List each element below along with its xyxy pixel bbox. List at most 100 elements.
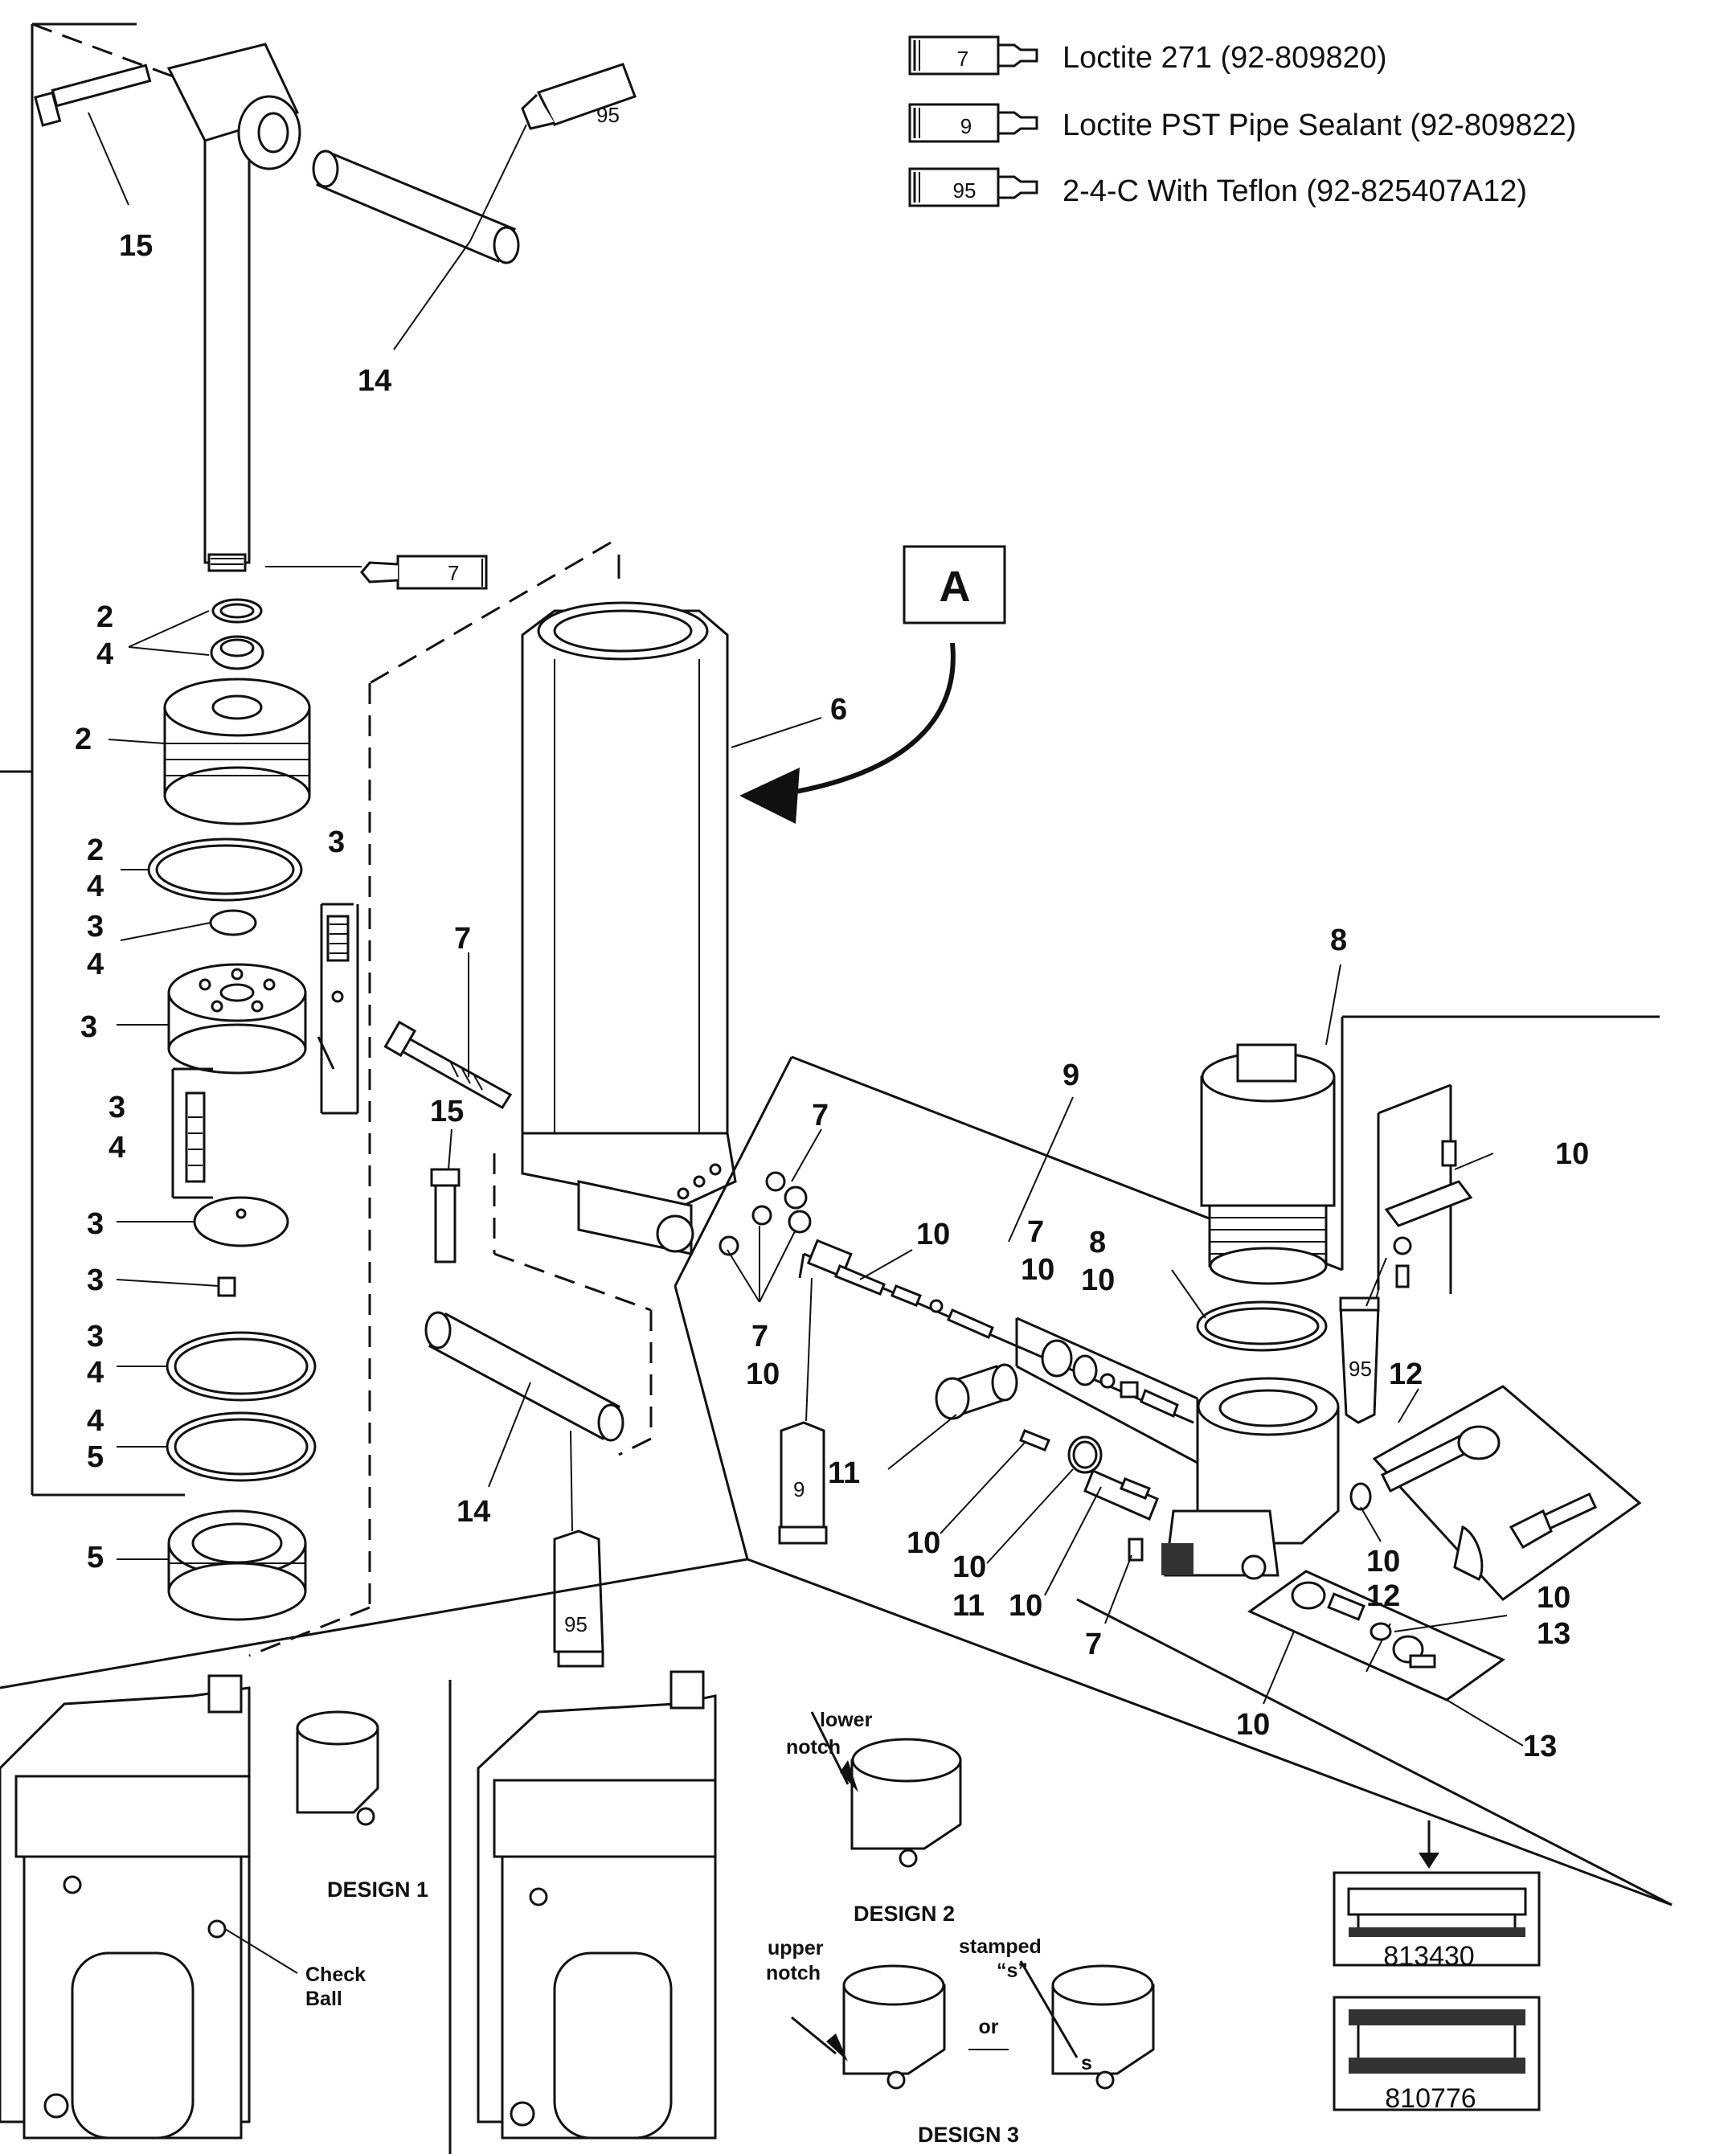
tube-code: 95 bbox=[596, 103, 620, 127]
callout: 3 bbox=[80, 1010, 97, 1044]
reservoir-cap bbox=[1200, 1043, 1336, 1285]
callout: 4 bbox=[96, 637, 113, 671]
loctite-tube-9: 9 bbox=[778, 1277, 828, 1545]
callout: 10 bbox=[746, 1358, 780, 1391]
cylinder-bolt bbox=[383, 1020, 513, 1110]
reservoir-o-ring bbox=[1196, 1300, 1328, 1352]
stamped-s-mark: s bbox=[1081, 2052, 1092, 2074]
bottom-relief-valve-box bbox=[1247, 1570, 1505, 1701]
spring-detail-boxes bbox=[171, 903, 359, 1199]
tube-code: 95 bbox=[564, 1612, 588, 1636]
callout: 3 bbox=[87, 1207, 104, 1241]
tube-code: 95 bbox=[1349, 1357, 1372, 1381]
callout: 10 bbox=[907, 1526, 940, 1560]
grease-tube-95-right: 95 bbox=[1339, 1257, 1387, 1424]
grease-tube-95-top: 95 bbox=[469, 63, 637, 242]
callout: 3 bbox=[87, 910, 104, 944]
grease-tube-95-lower: 95 bbox=[553, 1430, 604, 1668]
callout: 3 bbox=[108, 1091, 125, 1124]
upper-notch-label: upper bbox=[768, 1937, 824, 1959]
view-label: A bbox=[940, 563, 971, 611]
legend-item-3: 95 2-4-C With Teflon (92-825407A12) bbox=[908, 167, 1527, 208]
callout: 4 bbox=[87, 870, 104, 903]
lower-pin bbox=[424, 1311, 624, 1442]
pump-handle bbox=[166, 43, 301, 572]
callout: 10 bbox=[1081, 1263, 1115, 1297]
left-bracket-lines bbox=[0, 23, 185, 1497]
callout: 11 bbox=[952, 1589, 985, 1623]
design-label: DESIGN 2 bbox=[854, 1902, 955, 1926]
check-ball-label: Ball bbox=[305, 1988, 342, 2010]
callout: 2 bbox=[87, 833, 104, 867]
callout: 5 bbox=[87, 1541, 104, 1575]
callout: 11 bbox=[828, 1456, 860, 1490]
callout: 2 bbox=[75, 723, 92, 756]
design-1-panel: DESIGN 1 Check Ball bbox=[0, 1674, 428, 2140]
callout: 7 bbox=[812, 1099, 829, 1132]
callout: 3 bbox=[87, 1320, 104, 1353]
legend-tube-code: 9 bbox=[960, 114, 972, 138]
callout: 14 bbox=[358, 364, 391, 398]
stamped-label: stamped bbox=[959, 1935, 1042, 1958]
lower-notch-label: notch bbox=[786, 1736, 841, 1759]
right-frame-lines bbox=[0, 1015, 1673, 2154]
callout: 10 bbox=[1366, 1545, 1400, 1579]
legend-text: 2-4-C With Teflon (92-825407A12) bbox=[1062, 174, 1527, 208]
design-label: DESIGN 1 bbox=[327, 1878, 428, 1902]
left-stack-parts bbox=[147, 598, 317, 1621]
view-a-callout: A bbox=[739, 545, 1006, 824]
callout: 4 bbox=[87, 1404, 104, 1438]
right-valve-box bbox=[1349, 1385, 1642, 1601]
callout: 12 bbox=[1389, 1358, 1423, 1391]
callout: 10 bbox=[1236, 1708, 1270, 1742]
pump-cylinder bbox=[521, 601, 737, 1255]
callout: 15 bbox=[119, 229, 153, 263]
callout: 10 bbox=[1021, 1253, 1054, 1287]
lower-dashed-box bbox=[493, 1153, 653, 1456]
right-top-dashed-box bbox=[1374, 1083, 1473, 1307]
small-o-rings bbox=[719, 1171, 812, 1256]
callout: 7 bbox=[454, 922, 471, 956]
callout: 10 bbox=[1555, 1137, 1589, 1171]
handle-pin bbox=[312, 149, 520, 264]
legend-tube-code: 95 bbox=[953, 178, 976, 203]
callout: 13 bbox=[1537, 1617, 1570, 1651]
legend-text: Loctite 271 (92-809820) bbox=[1062, 41, 1387, 75]
stamped-label: “s” bbox=[997, 1959, 1028, 1982]
callout: 14 bbox=[457, 1495, 490, 1529]
callout: 7 bbox=[1085, 1628, 1102, 1661]
callout: 4 bbox=[108, 1131, 125, 1165]
callout: 8 bbox=[1089, 1226, 1106, 1259]
part-number: 810776 bbox=[1385, 2083, 1476, 2114]
callout: 15 bbox=[430, 1095, 464, 1128]
callout: 4 bbox=[87, 1356, 104, 1390]
callout: 10 bbox=[1537, 1581, 1570, 1615]
callout: 3 bbox=[87, 1263, 104, 1297]
loctite-tube-7-handle: 7 bbox=[265, 555, 488, 590]
callout: 2 bbox=[96, 600, 113, 634]
callout: 10 bbox=[952, 1550, 986, 1584]
part-number: 813430 bbox=[1383, 1941, 1474, 1972]
lower-bolt bbox=[430, 1168, 461, 1263]
check-ball-label: Check bbox=[305, 1964, 366, 1986]
or-label: or bbox=[979, 2016, 999, 2038]
part-number-boxes: 813430 810776 bbox=[1333, 1820, 1541, 2114]
callout: 7 bbox=[1027, 1215, 1044, 1249]
design-label: DESIGN 3 bbox=[918, 2123, 1019, 2147]
callout-numbers: 15 14 2 4 2 2 4 3 3 4 3 3 4 3 3 3 4 4 5 … bbox=[75, 229, 1589, 1763]
leader-lines bbox=[88, 112, 1524, 1747]
design-2-3-panel: lower notch DESIGN 2 upper notch s stamp… bbox=[477, 1670, 1155, 2147]
pump-body bbox=[1161, 1377, 1340, 1580]
callout: 6 bbox=[830, 693, 847, 727]
legend-item-2: 9 Loctite PST Pipe Sealant (92-809822) bbox=[908, 103, 1576, 143]
callout: 13 bbox=[1523, 1730, 1557, 1763]
callout: 12 bbox=[1366, 1579, 1400, 1613]
lower-notch-label: lower bbox=[820, 1709, 873, 1731]
upper-notch-label: notch bbox=[766, 1962, 821, 1984]
handle-bolt bbox=[34, 63, 152, 127]
legend-text: Loctite PST Pipe Sealant (92-809822) bbox=[1062, 109, 1576, 142]
tube-code: 7 bbox=[448, 561, 459, 585]
callout: 8 bbox=[1330, 923, 1347, 957]
